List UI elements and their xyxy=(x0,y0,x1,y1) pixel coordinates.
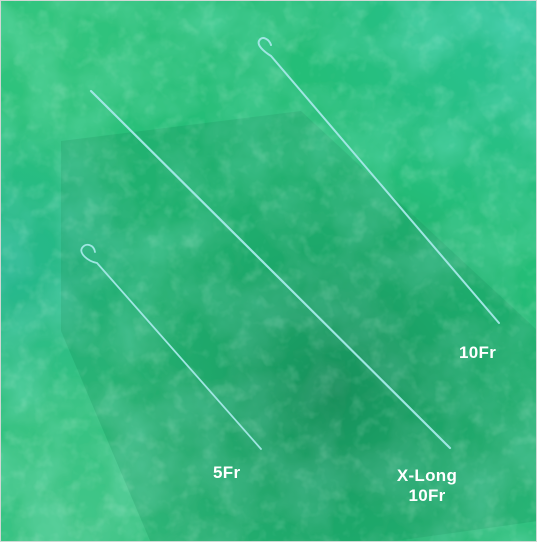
label-10fr: 10Fr xyxy=(459,343,497,362)
catheter-wires xyxy=(80,37,500,450)
label-xlong-10fr: X-Long 10Fr xyxy=(387,466,467,506)
label-xlong-line1: X-Long xyxy=(396,466,458,485)
catheter-10fr-wire xyxy=(257,37,500,324)
catheter-5fr-wire xyxy=(80,243,262,450)
label-xlong-line2: 10Fr xyxy=(408,486,446,505)
catheter-xlong-wire xyxy=(89,89,452,450)
label-5fr: 5Fr xyxy=(213,463,241,482)
